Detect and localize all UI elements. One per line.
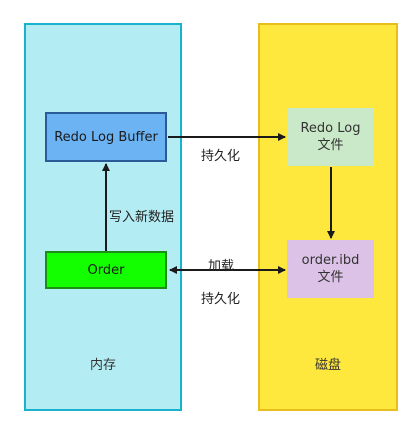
order-node: Order <box>45 251 167 289</box>
edge-label-persist-bottom: 持久化 <box>201 292 241 307</box>
edge-label-persist-top: 持久化 <box>201 149 241 164</box>
disk-panel: 磁盘 <box>258 23 398 411</box>
redo-log-file-node: Redo Log 文件 <box>287 108 374 166</box>
order-label: Order <box>87 262 125 278</box>
redo-log-file-label-line2: 文件 <box>317 138 344 153</box>
redo-log-buffer-label: Redo Log Buffer <box>54 129 158 145</box>
order-ibd-node: order.ibd 文件 <box>287 240 374 298</box>
order-ibd-label-line2: 文件 <box>317 270 344 285</box>
redo-log-file-label-line1: Redo Log <box>300 121 361 136</box>
order-ibd-label-line1: order.ibd <box>301 253 360 268</box>
disk-panel-label: 磁盘 <box>314 358 341 373</box>
redo-log-buffer-node: Redo Log Buffer <box>45 112 167 162</box>
memory-panel-label: 内存 <box>89 358 116 373</box>
edge-label-write-new-data: 写入新数据 <box>109 210 175 225</box>
memory-panel: 内存 <box>24 23 182 411</box>
edge-label-load: 加载 <box>208 259 235 274</box>
